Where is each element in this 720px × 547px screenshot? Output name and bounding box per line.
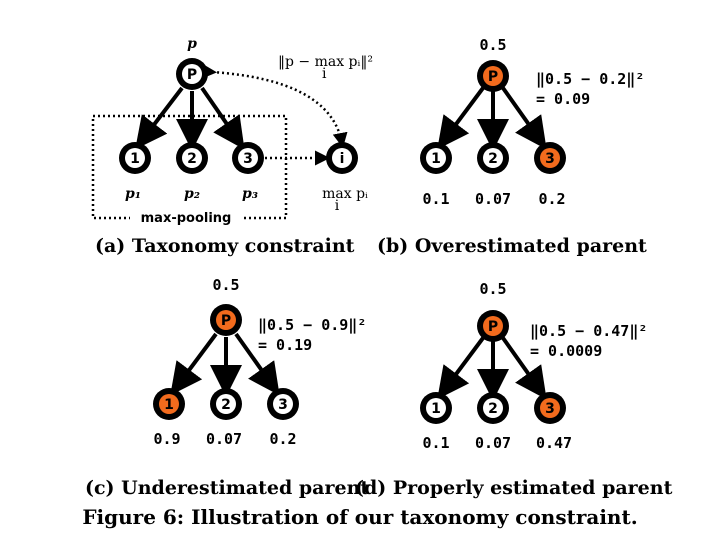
caption-c: (c) Underestimated parent [85,477,369,499]
child-value-2: 0.07 [475,434,511,452]
child-node-1: 1 [119,142,151,174]
child-node-3: 3 [267,388,299,420]
panel-c: 0.5 ‖0.5 − 0.9‖² = 0.19 P 1 2 3 0.9 0.07… [85,276,369,499]
child-node-2: 2 [176,142,208,174]
child-value-2: 0.07 [206,430,242,448]
parent-value: 0.5 [479,280,506,298]
formula-line-2: = 0.19 [258,336,312,354]
svg-text:2: 2 [488,151,498,167]
svg-text:2: 2 [488,401,498,417]
formula-line-1: ‖0.5 − 0.47‖² [530,322,647,341]
parent-node: P [210,304,242,336]
child-value-3: p₃ [242,186,258,202]
child-node-3-max: 3 [534,392,566,424]
child-value-3: 0.2 [538,190,565,208]
panel-d: 0.5 ‖0.5 − 0.47‖² = 0.0009 P 1 2 3 0.1 0… [355,280,673,499]
parent-variable-label: p [187,36,197,52]
child-node-2: 2 [477,392,509,424]
formula-line-1: ‖0.5 − 0.2‖² [536,70,644,89]
svg-text:3: 3 [243,151,253,167]
svg-text:3: 3 [545,151,555,167]
formula-line-2: = 0.09 [536,90,590,108]
child-value-3: 0.47 [536,434,572,452]
child-value-1: 0.1 [422,434,449,452]
formula-line-1: ‖0.5 − 0.9‖² [258,316,366,335]
max-pooling-label: max-pooling [141,211,232,226]
constraint-formula-subscript: i [322,66,327,82]
svg-text:i: i [340,151,345,167]
parent-value: 0.5 [479,36,506,54]
parent-node: P [176,58,208,90]
child-node-1: 1 [420,142,452,174]
svg-text:1: 1 [431,151,441,167]
svg-text:2: 2 [221,397,231,413]
child-value-1: p₁ [125,186,141,202]
caption-b: (b) Overestimated parent [377,235,647,257]
child-value-3: 0.2 [269,430,296,448]
child-node-1: 1 [420,392,452,424]
caption-d: (d) Properly estimated parent [355,477,673,499]
child-node-1-max: 1 [153,388,185,420]
svg-text:1: 1 [164,397,174,413]
child-node-2: 2 [477,142,509,174]
svg-text:P: P [488,69,498,85]
svg-text:3: 3 [545,401,555,417]
svg-text:1: 1 [431,401,441,417]
svg-text:P: P [488,319,498,335]
svg-text:1: 1 [130,151,140,167]
panel-a: p ‖p − max pᵢ‖² i max-pooling P 1 2 [91,36,373,257]
child-value-2: 0.07 [475,190,511,208]
child-node-3-max: 3 [534,142,566,174]
panel-b: 0.5 ‖0.5 − 0.2‖² = 0.09 P 1 2 3 0.1 0.07… [377,36,647,257]
child-node-2: 2 [210,388,242,420]
parent-value: 0.5 [212,276,239,294]
max-node: i [326,142,358,174]
parent-node: P [477,60,509,92]
child-value-1: 0.9 [153,430,180,448]
child-node-3: 3 [232,142,264,174]
max-value-subscript: i [335,198,340,214]
max-value-label: max pᵢ [322,186,368,202]
svg-text:P: P [187,67,197,83]
svg-text:P: P [221,313,231,329]
dotted-comparison-arrow [201,63,348,148]
child-value-2: p₂ [184,186,200,202]
figure-caption: Figure 6: Illustration of our taxonomy c… [82,505,637,529]
formula-line-2: = 0.0009 [530,342,602,360]
svg-text:2: 2 [187,151,197,167]
caption-a: (a) Taxonomy constraint [95,235,355,257]
child-value-1: 0.1 [422,190,449,208]
svg-text:3: 3 [278,397,288,413]
parent-node: P [477,310,509,342]
